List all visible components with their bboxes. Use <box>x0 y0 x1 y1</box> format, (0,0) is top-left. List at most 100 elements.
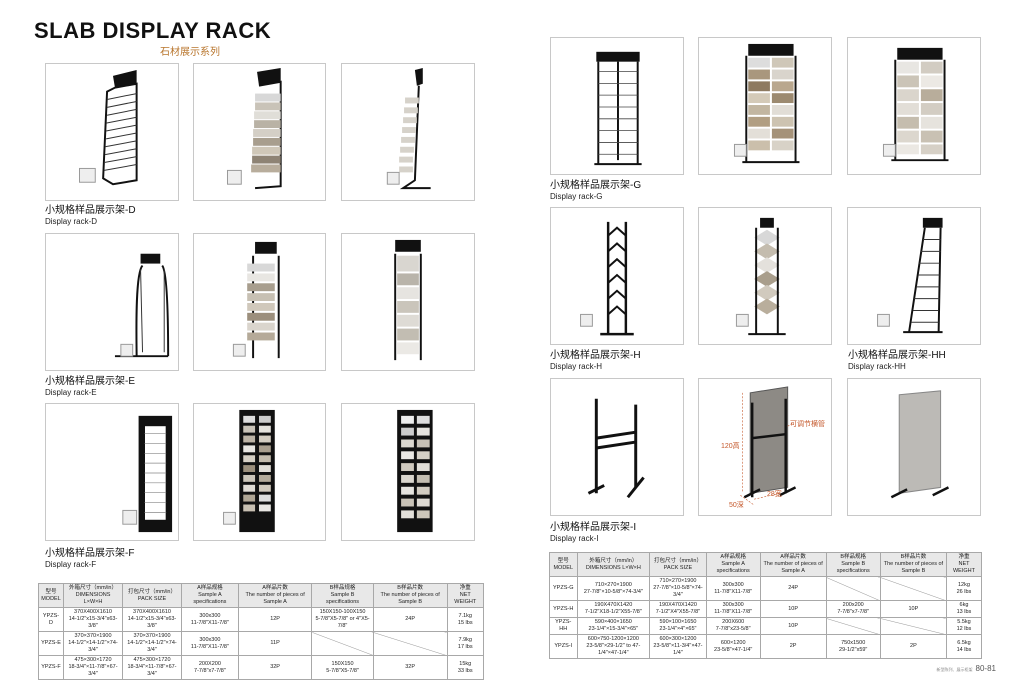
caption-rack-e: 小规格样品展示架-E Display rack-E <box>45 376 135 398</box>
caption-cn: 小规格样品展示架-H <box>550 350 641 361</box>
caption-rack-h: 小规格样品展示架-H Display rack-H <box>550 350 641 372</box>
rack-i-photo-frame <box>550 378 684 516</box>
cell-model: YPZS-H <box>549 600 578 618</box>
cell-sample-a-count: 10P <box>759 617 827 635</box>
cell-sample-a-count: 11P <box>237 631 313 656</box>
label-width: 28宽 <box>767 491 782 498</box>
cell-sample-b-count: 2P <box>879 634 947 659</box>
rack-g-photo-front <box>550 37 684 175</box>
cell-model: YPZS-E <box>37 631 65 656</box>
label-height: 120高 <box>721 443 740 450</box>
cell-empty <box>372 631 448 656</box>
cell-model: YPZS-F <box>37 655 65 680</box>
caption-cn: 小规格样品展示架-I <box>550 522 637 533</box>
cell-sample-a-count: 32P <box>237 655 313 680</box>
cell-model: YPZS-HH <box>549 617 578 635</box>
cell-model: YPZS-G <box>549 576 578 601</box>
cell-sample-a-count: 12P <box>237 607 313 632</box>
th-dimensions: 外箱尺寸（mm/in）DIMENSIONS L×W×H <box>63 583 123 608</box>
caption-cn: 小规格样品展示架-E <box>45 376 135 387</box>
cell-sample-a-count: 10P <box>759 600 827 618</box>
caption-cn: 小规格样品展示架-HH <box>848 350 946 361</box>
cell-model: YPZS-I <box>549 634 578 659</box>
caption-rack-i: 小规格样品展示架-I Display rack-I <box>550 522 636 544</box>
caption-cn: 小规格样品展示架-G <box>550 180 642 191</box>
caption-cn: 小规格样品展示架-F <box>45 548 135 559</box>
rack-e-photo-front <box>45 233 179 371</box>
caption-cn: 小规格样品展示架-D <box>45 205 136 216</box>
footer-note: 新型陈列、展示柜架 <box>936 667 973 672</box>
cell-sample-a-count: 24P <box>759 576 827 601</box>
rack-i-photo-slab <box>847 378 981 516</box>
cell-sample-b-count: 24P <box>372 607 448 632</box>
page-subtitle: 石材展示系列 <box>160 47 220 58</box>
page-title: SLAB DISPLAY RACK <box>34 18 272 43</box>
cell-model: YPZS-D <box>37 607 65 632</box>
rack-h-photo-front <box>550 207 684 345</box>
caption-rack-f: 小规格样品展示架-F Display rack-F <box>45 548 134 570</box>
cell-empty <box>825 617 881 635</box>
rack-d-photo-side <box>341 63 475 201</box>
caption-en: Display rack-E <box>45 388 97 397</box>
th-pack-size: 打包尺寸（mm/in）PACK SIZE <box>649 552 707 577</box>
caption-rack-d: 小规格样品展示架-D Display rack-D <box>45 205 136 227</box>
rack-i-photo-dimensions <box>698 378 832 516</box>
cell-empty <box>879 617 947 635</box>
rack-g-photo-loaded <box>698 37 832 175</box>
cell-empty <box>311 631 374 656</box>
caption-en: Display rack-HH <box>848 362 906 371</box>
caption-en: Display rack-H <box>550 362 603 371</box>
caption-en: Display rack-F <box>45 560 97 569</box>
caption-en: Display rack-G <box>550 192 603 201</box>
page-number-value: 80-81 <box>975 664 996 673</box>
caption-rack-hh: 小规格样品展示架-HH Display rack-HH <box>848 350 946 372</box>
rack-d-photo-front <box>45 63 179 201</box>
th-dimensions: 外箱尺寸（mm/in）DIMENSIONS L×W×H <box>576 552 651 577</box>
caption-en: Display rack-I <box>550 534 599 543</box>
cell-sample-a-count: 2P <box>759 634 827 659</box>
